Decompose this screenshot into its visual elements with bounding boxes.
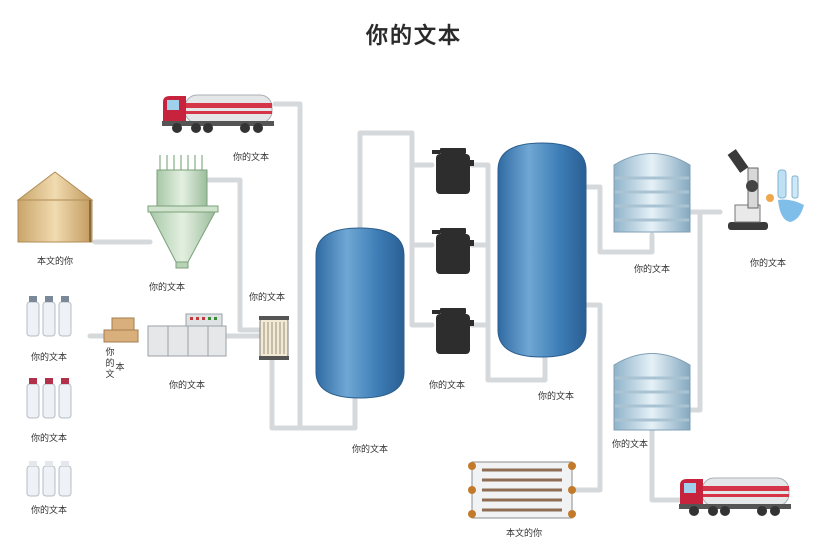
label-pumps: 你的文本 xyxy=(428,381,466,391)
bottle-group-1 xyxy=(26,296,72,337)
filter-cartridge xyxy=(259,316,289,360)
label-cartridge: 你的文本 xyxy=(248,293,286,303)
label-storage-top: 你的文本 xyxy=(633,265,671,275)
label-tank-left: 你的文本 xyxy=(351,445,389,455)
label-box-bottom: 本 xyxy=(115,363,125,373)
bottle-group-3 xyxy=(26,461,72,497)
label-tank-center: 你的文本 xyxy=(537,392,575,402)
dosing-box xyxy=(103,317,139,343)
label-bottles-2: 你的文本 xyxy=(30,434,68,444)
diagram-title: 你的文本 xyxy=(365,24,462,49)
storage-tank-bottom xyxy=(613,353,691,431)
cyclone-separator xyxy=(147,155,219,269)
label-microscope: 你的文本 xyxy=(749,259,787,269)
label-bottles-3: 你的文本 xyxy=(30,506,68,516)
label-storage-bottom: 你的文本 xyxy=(611,440,649,450)
tanker-truck-bottom xyxy=(679,477,791,516)
label-bottles-1: 你的文本 xyxy=(30,353,68,363)
pipe-network xyxy=(87,101,723,503)
label-filter-machine: 你的文本 xyxy=(168,381,206,391)
label-heat-exchanger: 本文的你 xyxy=(505,529,543,539)
tanker-truck-top xyxy=(162,94,274,133)
label-truck-top: 你的文本 xyxy=(232,153,270,163)
label-box-top: 你的文 xyxy=(105,348,115,380)
storage-tank-top xyxy=(613,153,691,233)
grain-silo xyxy=(16,171,94,243)
heat-exchanger xyxy=(468,461,576,519)
filter-machine xyxy=(147,313,227,357)
label-cyclone: 你的文本 xyxy=(148,283,186,293)
bottle-group-2 xyxy=(26,378,72,419)
tank-left xyxy=(315,227,405,399)
pump-stack xyxy=(432,148,474,354)
label-silo: 本文的你 xyxy=(36,257,74,267)
tank-center xyxy=(497,142,587,358)
microscope-icon xyxy=(727,149,804,230)
